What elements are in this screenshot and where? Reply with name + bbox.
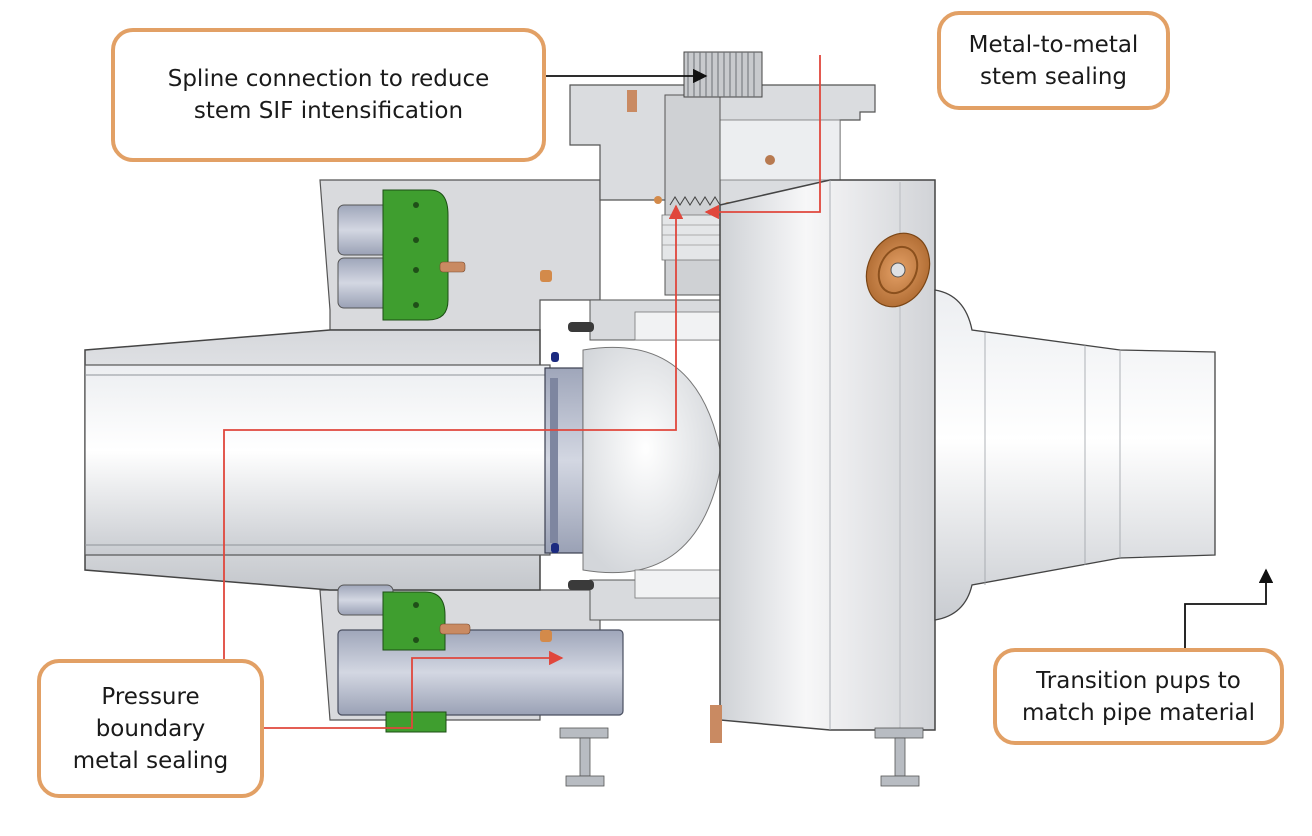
callout-text-line: stem SIF intensification xyxy=(193,98,464,124)
callout-text-line: metal sealing xyxy=(72,747,229,774)
callout-transition-pups: Transition pups to match pipe material xyxy=(993,648,1284,745)
ball xyxy=(568,299,723,621)
gear-indicator xyxy=(865,232,931,308)
callout-text-line: boundary xyxy=(95,715,206,742)
seal-paths xyxy=(223,55,821,729)
right-body xyxy=(719,179,936,731)
callout-text-line: Pressure xyxy=(101,683,200,710)
callout-text-line: stem sealing xyxy=(979,63,1128,90)
callout-spline-connection: Spline connection to reduce stem SIF int… xyxy=(111,28,546,162)
support-feet xyxy=(559,705,924,787)
callout-text-line: match pipe material xyxy=(1021,699,1256,726)
transition-pup xyxy=(934,289,1216,621)
green-clamps xyxy=(382,189,552,733)
callout-pressure-boundary: Pressure boundary metal sealing xyxy=(37,659,264,798)
callout-stem-sealing: Metal-to-metal stem sealing xyxy=(937,11,1170,110)
callout-text-line: Spline connection to reduce xyxy=(167,66,490,92)
bonnet xyxy=(569,51,876,296)
callout-text-line: Metal-to-metal xyxy=(968,31,1139,58)
seat-ring xyxy=(544,352,584,554)
callout-text-line: Transition pups to xyxy=(1036,667,1241,694)
